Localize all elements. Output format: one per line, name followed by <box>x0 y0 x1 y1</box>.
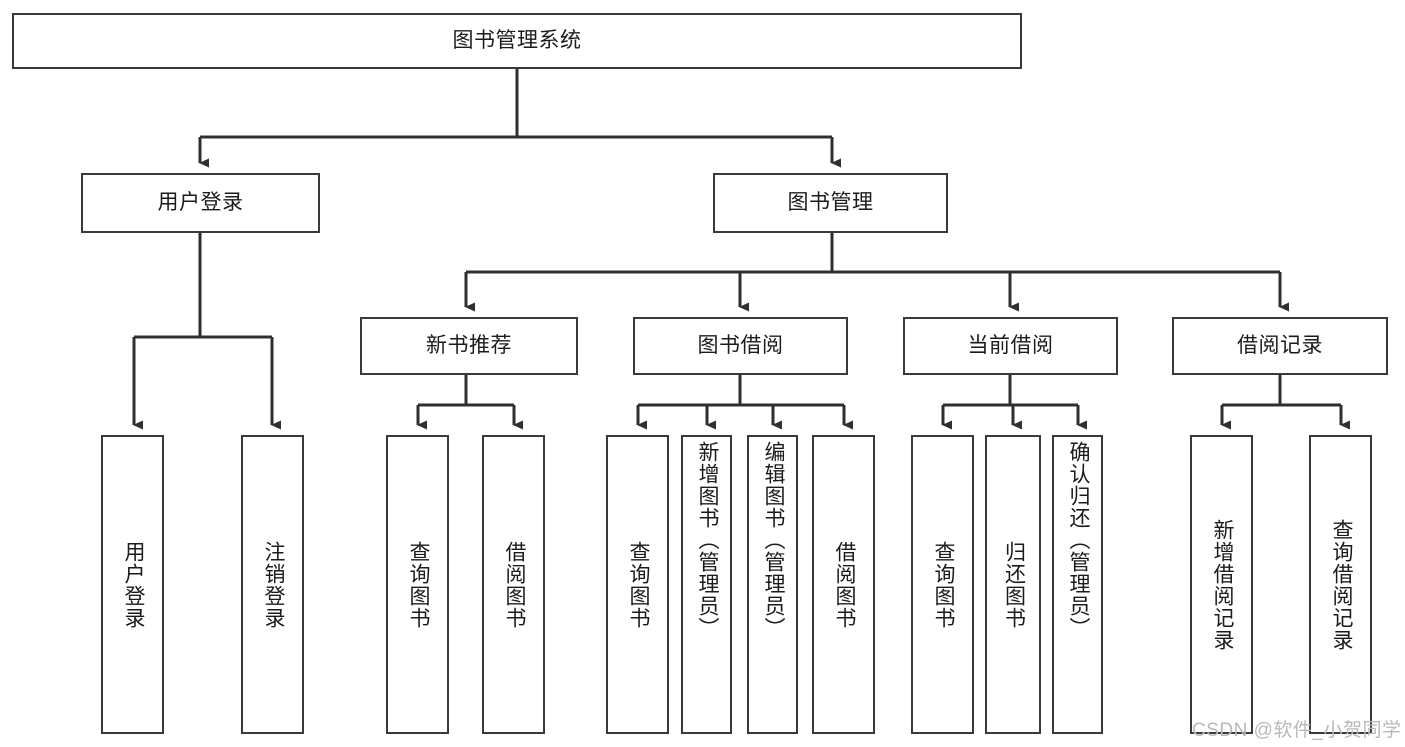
node-leaf-borrow-book-label: 借阅图书 <box>832 540 856 629</box>
node-leaf-edit-book-admin[interactable]: 编辑图书（管理员） <box>747 435 798 734</box>
node-leaf-query-book-current-label: 查询图书 <box>931 540 955 629</box>
node-user-login-label: 用户登录 <box>157 191 244 215</box>
node-borrow-record-label: 借阅记录 <box>1237 334 1323 358</box>
node-leaf-borrow-book[interactable]: 借阅图书 <box>812 435 875 734</box>
csdn-watermark: CSDN @软件_小贺同学 <box>1192 720 1402 741</box>
node-current-borrow-label: 当前借阅 <box>967 334 1054 358</box>
node-leaf-query-book-borrow[interactable]: 查询图书 <box>606 435 669 734</box>
node-leaf-add-book-admin[interactable]: 新增图书（管理员） <box>681 435 732 734</box>
node-leaf-query-book-borrow-label: 查询图书 <box>626 540 650 629</box>
node-borrow-record[interactable]: 借阅记录 <box>1172 317 1388 375</box>
node-book-borrow-label: 图书借阅 <box>697 334 784 358</box>
node-current-borrow[interactable]: 当前借阅 <box>903 317 1118 375</box>
node-leaf-query-book-current[interactable]: 查询图书 <box>911 435 974 734</box>
node-leaf-query-book-recommend[interactable]: 查询图书 <box>386 435 449 734</box>
node-leaf-user-login-label: 用户登录 <box>121 540 145 629</box>
node-new-book-recommend-label: 新书推荐 <box>426 334 512 358</box>
node-leaf-return-book-label: 归还图书 <box>1002 540 1026 629</box>
node-leaf-confirm-return-admin-label: 确认归还（管理员） <box>1066 441 1090 639</box>
node-user-login[interactable]: 用户登录 <box>81 173 320 233</box>
node-leaf-add-borrow-record[interactable]: 新增借阅记录 <box>1190 435 1253 734</box>
node-leaf-add-borrow-record-label: 新增借阅记录 <box>1210 518 1234 651</box>
node-leaf-query-borrow-record-label: 查询借阅记录 <box>1329 518 1353 651</box>
node-leaf-user-login[interactable]: 用户登录 <box>101 435 164 734</box>
node-leaf-return-book[interactable]: 归还图书 <box>985 435 1041 734</box>
node-book-manage-label: 图书管理 <box>787 191 874 215</box>
node-leaf-query-book-recommend-label: 查询图书 <box>406 540 430 629</box>
node-leaf-user-logout-label: 注销登录 <box>261 540 285 629</box>
node-leaf-query-borrow-record[interactable]: 查询借阅记录 <box>1309 435 1372 734</box>
node-root-label: 图书管理系统 <box>452 29 582 53</box>
node-new-book-recommend[interactable]: 新书推荐 <box>360 317 578 375</box>
node-root[interactable]: 图书管理系统 <box>12 13 1022 69</box>
node-book-borrow[interactable]: 图书借阅 <box>633 317 848 375</box>
node-leaf-add-book-admin-label: 新增图书（管理员） <box>695 441 719 639</box>
node-book-manage[interactable]: 图书管理 <box>713 173 948 233</box>
node-leaf-confirm-return-admin[interactable]: 确认归还（管理员） <box>1052 435 1103 734</box>
node-leaf-edit-book-admin-label: 编辑图书（管理员） <box>761 441 785 639</box>
node-leaf-borrow-book-recommend[interactable]: 借阅图书 <box>482 435 545 734</box>
node-leaf-borrow-book-recommend-label: 借阅图书 <box>502 540 526 629</box>
node-leaf-user-logout[interactable]: 注销登录 <box>241 435 304 734</box>
